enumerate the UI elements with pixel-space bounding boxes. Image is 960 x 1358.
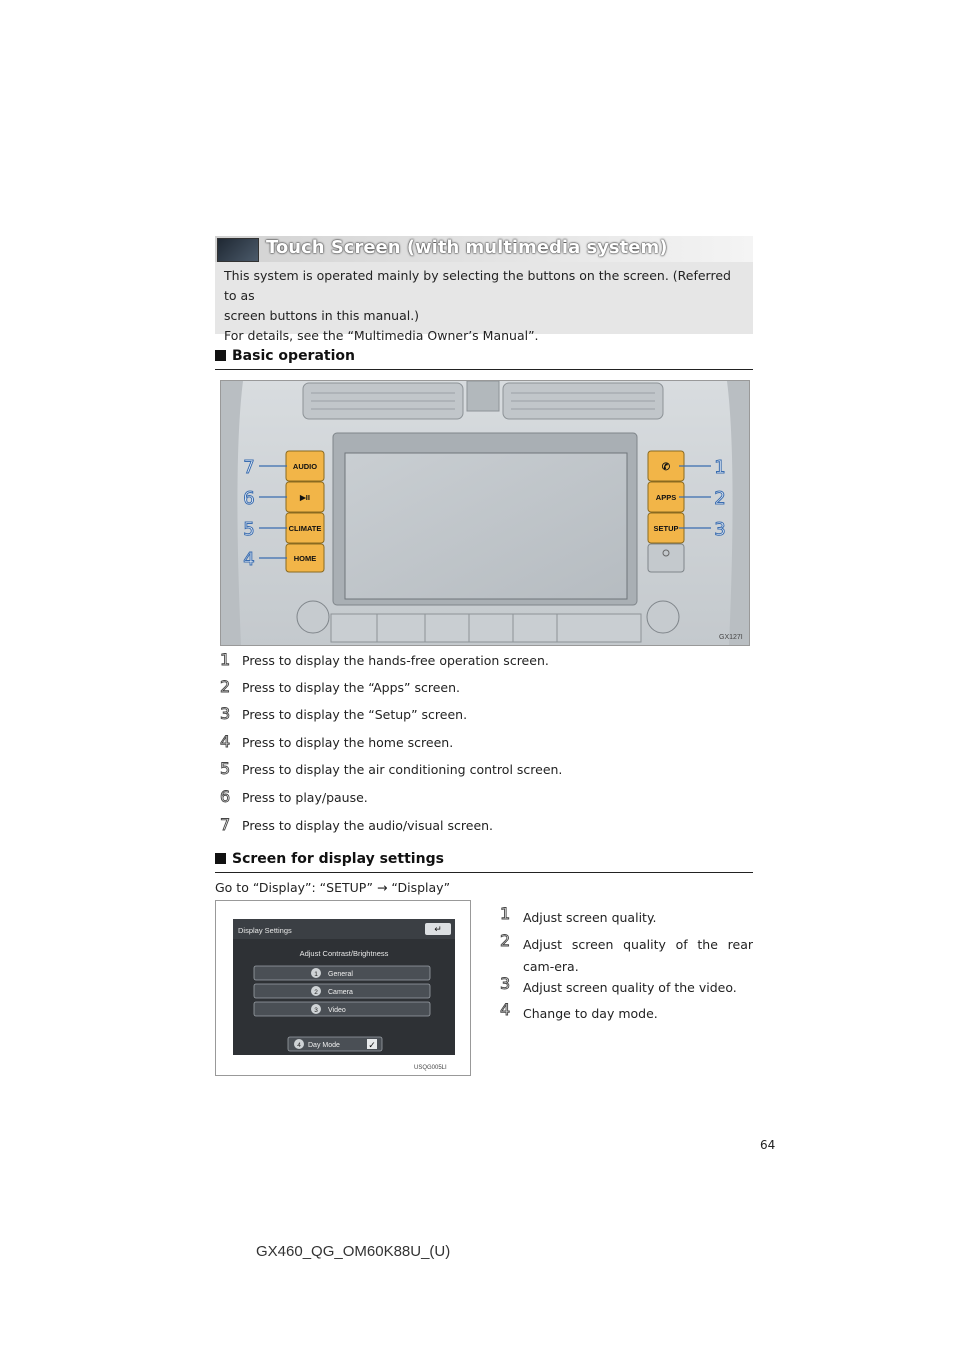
page-number: 64: [760, 1138, 776, 1152]
footer-code: GX460_QG_OM60K88U_(U): [256, 1243, 451, 1260]
screen-header: Display Settings: [238, 926, 292, 935]
option-number: 4: [297, 1042, 301, 1049]
intro-line: This system is operated mainly by select…: [224, 268, 731, 303]
section-rule: [215, 369, 753, 370]
step-text: Press to play/pause.: [242, 790, 368, 805]
step-number: 3: [220, 704, 231, 723]
step-number: 6: [220, 787, 231, 806]
step-number: 7: [220, 815, 231, 834]
step-number: 4: [220, 732, 231, 751]
step-text: Press to display the air conditioning co…: [242, 762, 563, 777]
screen-subtitle: Adjust Contrast/Brightness: [300, 949, 389, 958]
figure-code: GX127I: [719, 634, 743, 641]
step-text: Press to display the “Apps” screen.: [242, 680, 461, 695]
intro-line: For details, see the “Multimedia Owner’s…: [224, 328, 539, 343]
step-number: 4: [500, 1000, 511, 1019]
section-header-bar: [215, 236, 753, 262]
button-label-audio: AUDIO: [293, 462, 317, 471]
button-label-setup: SETUP: [653, 524, 678, 533]
callout-number: 2: [714, 488, 725, 509]
button-label-home: HOME: [294, 554, 317, 563]
navigation-path: Go to “Display”: “SETUP” → “Display”: [215, 880, 451, 895]
callout-number: 4: [243, 549, 254, 570]
button-label-apps: APPS: [656, 493, 676, 502]
button-label-climate: CLIMATE: [289, 524, 322, 533]
callout-number: 5: [243, 519, 254, 540]
callout-number: 3: [714, 519, 725, 540]
intro-text: This system is operated mainly by select…: [224, 266, 746, 346]
step-text: Press to display the hands-free operatio…: [242, 653, 549, 668]
square-bullet-icon: [215, 350, 226, 361]
section-header-thumbnail: [217, 238, 259, 262]
step-text: Change to day mode.: [523, 1006, 658, 1021]
step-text: Press to display the audio/visual screen…: [242, 818, 494, 833]
intro-box: [215, 262, 753, 334]
callout-number: 1: [714, 457, 725, 478]
section-title-display-settings: Screen for display settings: [215, 851, 444, 867]
back-icon: ↵: [434, 925, 442, 935]
step-text: Adjust screen quality.: [523, 910, 657, 925]
option-video: Video: [328, 1007, 346, 1014]
step-number: 2: [220, 677, 231, 696]
section-title-basic-operation: Basic operation: [215, 348, 355, 364]
step-number: 1: [220, 650, 231, 669]
day-mode-label: Day Mode: [308, 1042, 340, 1049]
step-number: 2: [500, 931, 511, 950]
intro-line: screen buttons in this manual.): [224, 308, 420, 323]
step-text: Press to display the “Setup” screen.: [242, 707, 468, 722]
section-rule: [215, 872, 753, 873]
figure-code: USQG005LI: [414, 1065, 447, 1071]
option-general: General: [328, 971, 353, 978]
page-title: Touch Screen (with multimedia system): [266, 237, 668, 258]
option-number: 3: [314, 1007, 318, 1014]
option-number: 2: [314, 989, 318, 996]
checkmark-icon: ✓: [368, 1041, 376, 1051]
button-label-play-pause: ▶II: [299, 493, 310, 502]
step-number: 1: [500, 904, 511, 923]
section-title-text: Screen for display settings: [232, 851, 444, 867]
center-console-illustration: AUDIO ▶II CLIMATE HOME ✆ APPS SETUP 7 6 …: [220, 380, 750, 646]
callout-number: 7: [243, 457, 254, 478]
display-settings-screenshot: Display Settings ↵ Adjust Contrast/Brigh…: [215, 900, 471, 1076]
section-title-text: Basic operation: [232, 348, 355, 364]
step-number: 5: [220, 759, 231, 778]
callout-number: 6: [243, 488, 254, 509]
button-label-phone: ✆: [662, 462, 671, 473]
step-text: Adjust screen quality of the rear cam-er…: [523, 937, 753, 974]
option-number: 1: [314, 971, 318, 978]
square-bullet-icon: [215, 853, 226, 864]
option-camera: Camera: [328, 989, 353, 996]
step-number: 3: [500, 974, 511, 993]
step-text: Adjust screen quality of the video.: [523, 980, 737, 995]
step-text: Press to display the home screen.: [242, 735, 454, 750]
